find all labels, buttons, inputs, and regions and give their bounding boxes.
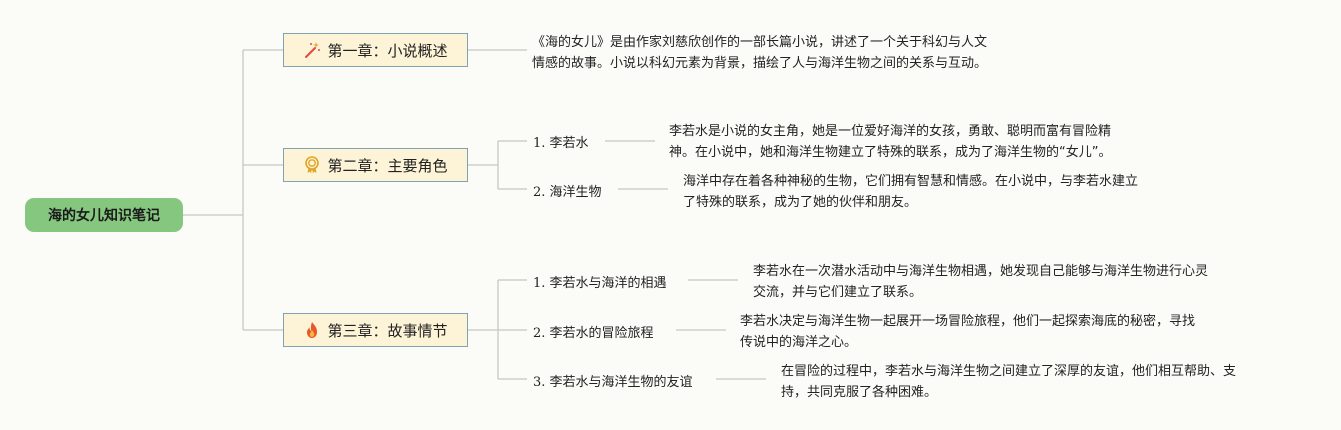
subtopic-description: 李若水在一次潜水活动中与海洋生物相遇，她发现自己能够与海洋生物进行心灵 交流，并… (753, 261, 1208, 303)
subtopic-description: 李若水决定与海洋生物一起展开一场冒险旅程，他们一起探索海底的秘密，寻找 传说中的… (740, 311, 1195, 353)
subtopic-item[interactable]: 1. 李若水 (533, 136, 589, 151)
description-line: 持，共同克服了各种困难。 (781, 385, 938, 400)
description-line: 《海的女儿》是由作家刘慈欣创作的一部长篇小说，讲述了一个关于科幻与人文 (532, 35, 988, 50)
description-line: 神。在小说中，她和海洋生物建立了特殊的联系，成为了海洋生物的“女儿”。 (669, 145, 1112, 160)
magic-wand-icon (303, 41, 321, 59)
subtopic-description: 李若水是小说的女主角，她是一位爱好海洋的女孩，勇敢、聪明而富有冒险精 神。在小说… (669, 121, 1111, 163)
description-line: 交流，并与它们建立了联系。 (753, 285, 923, 300)
description-line: 传说中的海洋之心。 (740, 335, 858, 350)
description-line: 情感的故事。小说以科幻元素为背景，描绘了人与海洋生物之间的关系与互动。 (532, 56, 988, 71)
subtopic-item[interactable]: 2. 李若水的冒险旅程 (533, 326, 654, 341)
root-node[interactable]: 海的女儿知识笔记 (25, 198, 183, 232)
description-line: 李若水是小说的女主角，她是一位爱好海洋的女孩，勇敢、聪明而富有冒险精 (669, 124, 1112, 139)
root-label: 海的女儿知识笔记 (48, 208, 160, 224)
subtopic-item[interactable]: 2. 海洋生物 (533, 185, 602, 200)
subtopic-description: 在冒险的过程中，李若水与海洋生物之间建立了深厚的友谊，他们相互帮助、支 持，共同… (781, 361, 1236, 403)
chapter-label: 第三章：故事情节 (327, 321, 448, 340)
description-line: 海洋中存在着各种神秘的生物，它们拥有智慧和情感。在小说中，与李若水建立 (683, 174, 1139, 189)
description-line: 了特殊的联系，成为了她的伙伴和朋友。 (683, 195, 918, 210)
description-line: 李若水在一次潜水活动中与海洋生物相遇，她发现自己能够与海洋生物进行心灵 (753, 264, 1209, 279)
fire-icon (303, 321, 321, 339)
medal-icon (303, 156, 321, 174)
chapter-node-3[interactable]: 第三章：故事情节 (283, 313, 468, 347)
chapter-1-description: 《海的女儿》是由作家刘慈欣创作的一部长篇小说，讲述了一个关于科幻与人文 情感的故… (532, 32, 987, 74)
chapter-label: 第二章：主要角色 (327, 156, 448, 175)
description-line: 在冒险的过程中，李若水与海洋生物之间建立了深厚的友谊，他们相互帮助、支 (781, 364, 1237, 379)
description-line: 李若水决定与海洋生物一起展开一场冒险旅程，他们一起探索海底的秘密，寻找 (740, 314, 1196, 329)
chapter-node-2[interactable]: 第二章：主要角色 (283, 148, 468, 182)
subtopic-description: 海洋中存在着各种神秘的生物，它们拥有智慧和情感。在小说中，与李若水建立 了特殊的… (683, 171, 1138, 213)
subtopic-item[interactable]: 3. 李若水与海洋生物的友谊 (533, 375, 693, 390)
chapter-label: 第一章：小说概述 (327, 41, 448, 60)
subtopic-item[interactable]: 1. 李若水与海洋的相遇 (533, 276, 667, 291)
chapter-node-1[interactable]: 第一章：小说概述 (283, 33, 468, 67)
